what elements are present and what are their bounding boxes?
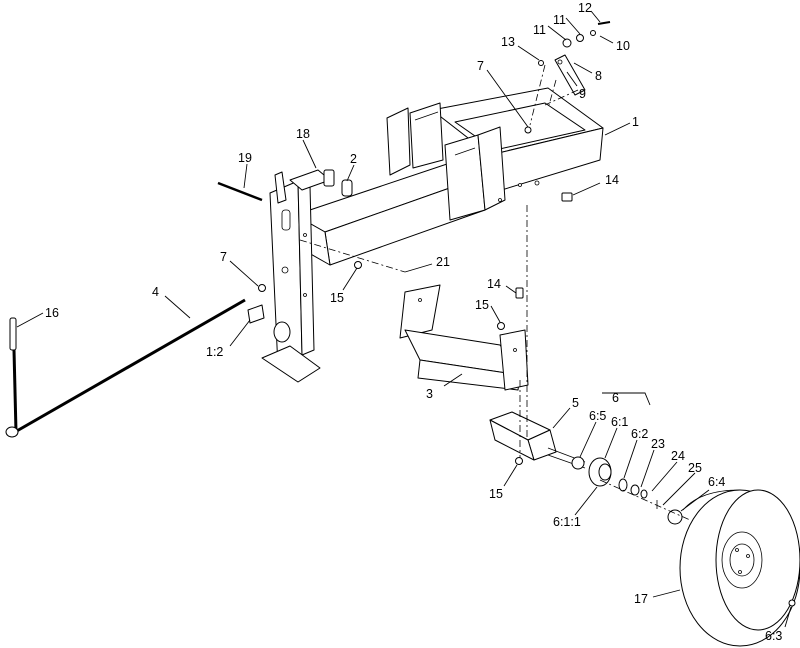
callout-5: 5: [572, 396, 579, 410]
callout-15-spindle: 15: [489, 487, 503, 501]
callout-18: 18: [296, 127, 310, 141]
callout-12: 12: [578, 1, 592, 15]
callout-15-post: 15: [330, 291, 344, 305]
leader-lines: [16, 10, 792, 628]
callout-24: 24: [671, 449, 685, 463]
callout-6-2: 6:2: [631, 427, 648, 441]
callout-17: 17: [634, 592, 648, 606]
callout-6: 6: [612, 391, 619, 405]
callout-14-frame: 14: [605, 173, 619, 187]
callout-6-5: 6:5: [589, 409, 606, 423]
callout-3: 3: [426, 387, 433, 401]
callout-11-upper: 11: [553, 13, 566, 27]
hardware: [217, 21, 796, 607]
hub-assembly: [571, 456, 683, 525]
callout-6-3: 6:3: [765, 629, 782, 643]
callout-7-frame: 7: [477, 59, 484, 73]
callout-6-1-1: 6:1:1: [553, 515, 581, 529]
callout-6-1: 6:1: [611, 415, 628, 429]
main-frame: [294, 87, 604, 266]
callout-2: 2: [350, 152, 357, 166]
callout-9: 9: [579, 87, 586, 101]
callout-21: 21: [436, 255, 450, 269]
callout-6-4: 6:4: [708, 475, 725, 489]
callout-11-lower: 11: [533, 23, 546, 37]
callout-labels: 1 2 3 4 5 6 7 7 8 9 10 11 11 12 13 14 14…: [45, 1, 782, 643]
jack-stand-post: [261, 171, 321, 383]
wheel: [679, 489, 800, 647]
callout-14-bracket: 14: [487, 277, 501, 291]
callout-23: 23: [651, 437, 665, 451]
callout-1-2: 1:2: [206, 345, 223, 359]
callout-7-post: 7: [220, 250, 227, 264]
callout-16: 16: [45, 306, 59, 320]
callout-15-bracket: 15: [475, 298, 489, 312]
callout-8: 8: [595, 69, 602, 83]
spindle: [489, 411, 586, 469]
callout-19: 19: [238, 151, 252, 165]
callout-10: 10: [616, 39, 630, 53]
callout-25: 25: [688, 461, 702, 475]
axle-bracket: [399, 284, 529, 391]
handle-rod: [5, 298, 246, 438]
callout-4: 4: [152, 285, 159, 299]
assembly-lines: [299, 64, 691, 521]
callout-13: 13: [501, 35, 515, 49]
callout-1: 1: [632, 115, 639, 129]
